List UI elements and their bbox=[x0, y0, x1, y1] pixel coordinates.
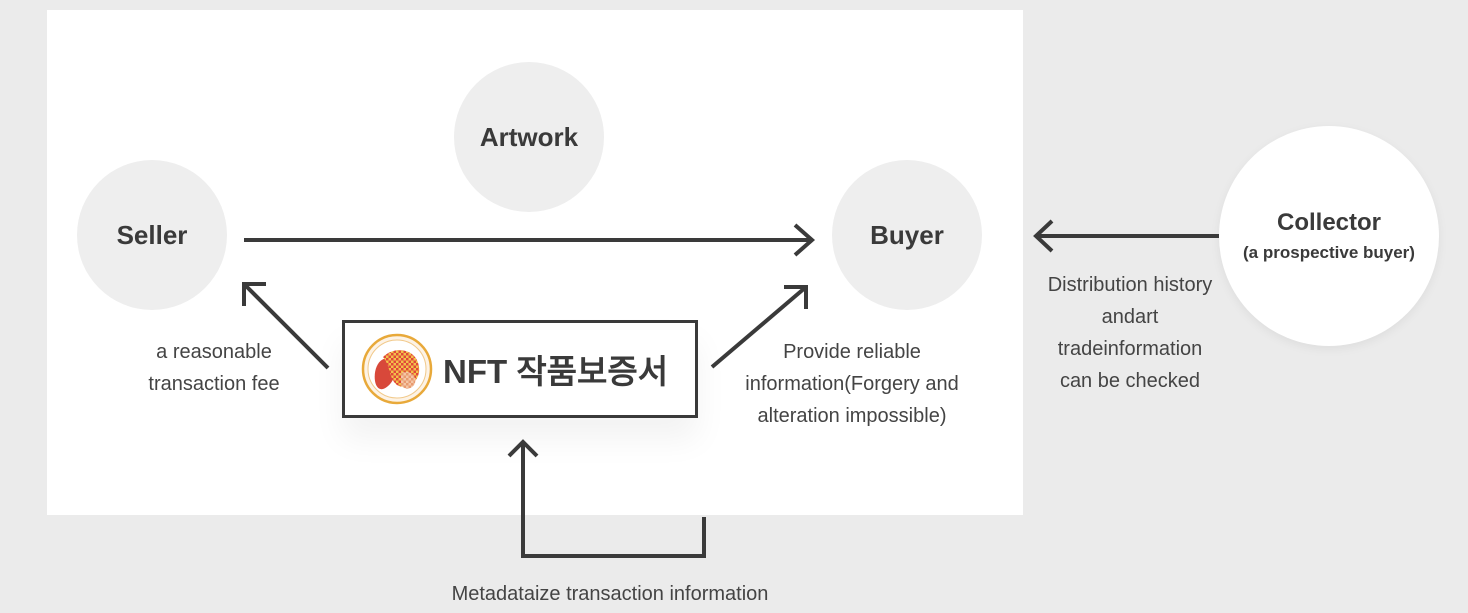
artwork-label: Artwork bbox=[479, 121, 579, 152]
buyer-node: Buyer bbox=[832, 160, 982, 310]
certificate-to-seller-arrow bbox=[242, 282, 330, 370]
nft-logo-icon bbox=[361, 333, 433, 405]
collector-sublabel: (a prospective buyer) bbox=[1243, 243, 1415, 262]
distribution-history-caption: Distribution history andart tradeinforma… bbox=[1047, 274, 1213, 392]
buyer-label: Buyer bbox=[870, 219, 944, 250]
collector-node: Collector (a prospective buyer) bbox=[1219, 126, 1439, 346]
metadata-to-certificate-arrowhead bbox=[507, 439, 539, 458]
certificate-to-seller-arrowhead bbox=[242, 282, 266, 306]
collector-to-buyer-arrowhead bbox=[1033, 219, 1054, 253]
reliable-info-caption: Provide reliable information(Forgery and… bbox=[745, 341, 959, 427]
metadata-to-certificate-arrow bbox=[521, 442, 706, 558]
seller-to-buyer-arrowhead bbox=[793, 223, 816, 257]
certificate-to-buyer-arrowhead bbox=[784, 285, 808, 309]
certificate-to-buyer-arrow bbox=[710, 285, 808, 369]
seller-node: Seller bbox=[77, 160, 227, 310]
collector-label: Collector bbox=[1276, 209, 1381, 236]
metadata-caption: Metadataize transaction information bbox=[451, 583, 769, 605]
nft-certificate-box: NFT 작품보증서 bbox=[342, 320, 698, 418]
seller-label: Seller bbox=[116, 219, 188, 250]
nft-certificate-label: NFT 작품보증서 bbox=[443, 353, 669, 390]
fee-caption: a reasonable transaction fee bbox=[148, 341, 280, 395]
artwork-node: Artwork bbox=[454, 62, 604, 212]
